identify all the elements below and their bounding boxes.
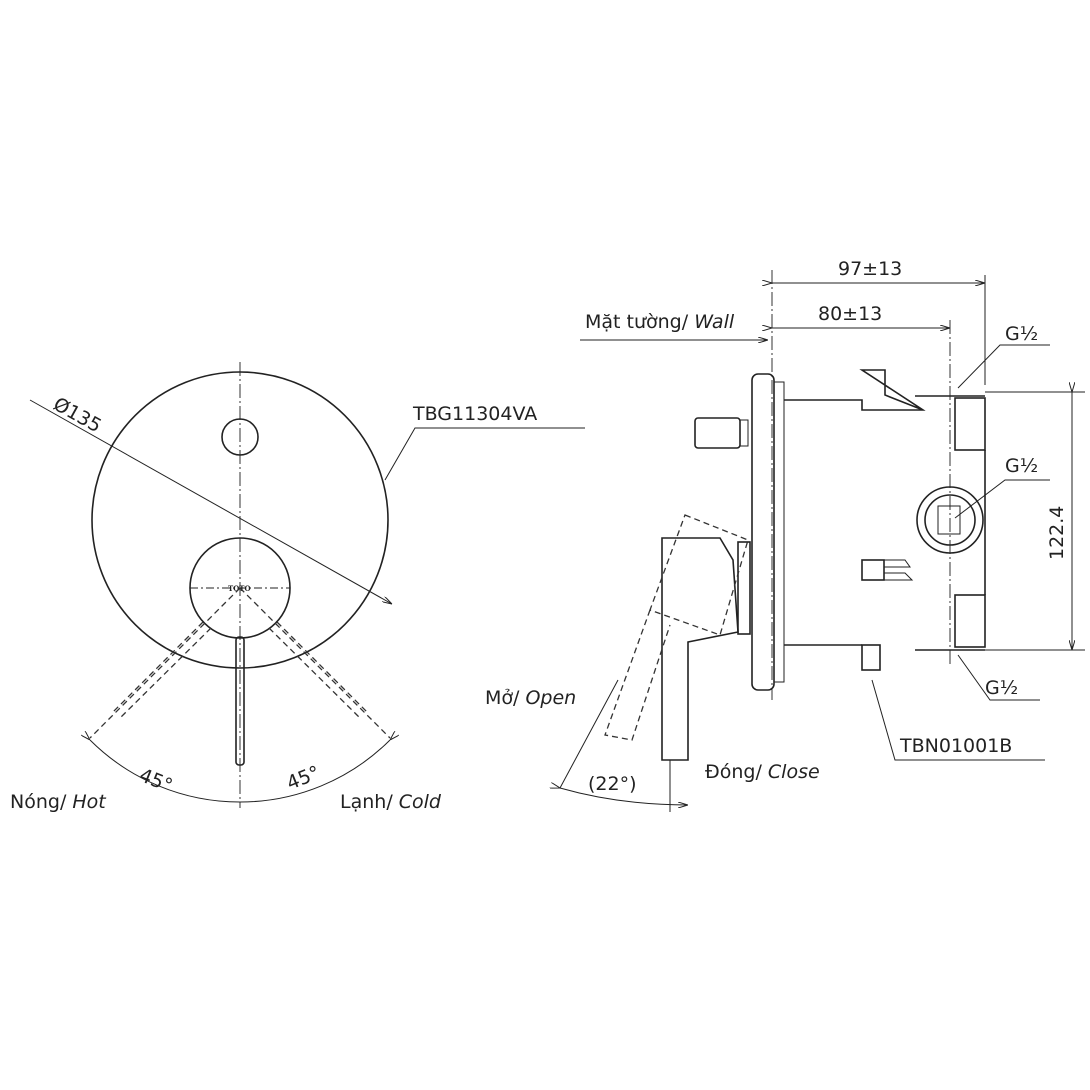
diameter-label: Ø135 [50, 393, 105, 437]
diverter-hole [221, 418, 259, 456]
plate-gasket [773, 381, 785, 683]
height-label: 122.4 [1046, 506, 1068, 560]
hot-label: Nóng/ Hot [10, 791, 107, 813]
handle-base [737, 541, 751, 635]
diameter-dimension-line [29, 399, 392, 604]
cover-plate-circle [91, 371, 389, 669]
open-label: Mở/ Open [485, 687, 576, 709]
angle-hot-label: 45° [136, 764, 175, 797]
body-model-label: TBN01001B [899, 735, 1012, 757]
front-view: TOTO Ø135 TBG11304VA 45° 45° Nóng/ Hot L… [10, 362, 585, 813]
handle-close [661, 537, 739, 761]
outlet-ring-inner [924, 494, 976, 546]
lever-hot-position [89, 587, 241, 739]
thread-bottom-label: G½ [985, 677, 1018, 699]
cover-plate-side [751, 373, 775, 691]
lower-bracket [861, 559, 885, 581]
thread-mid-label: G½ [1005, 455, 1038, 477]
top-port [954, 397, 986, 451]
lever-angle-arc [560, 788, 688, 805]
hot-angle-arc [90, 740, 241, 803]
body-model-leader [871, 679, 1045, 761]
lower-bracket-tab2 [884, 572, 914, 581]
angle-cold-label: 45° [284, 762, 323, 795]
side-view: 97±13 80±13 Mặt tường/ Wall 122.4 G½ G½ [485, 258, 1085, 812]
model-plate-label: TBG11304VA [412, 403, 537, 425]
lower-bracket-tab [884, 559, 911, 568]
bottom-port [954, 594, 986, 648]
thread-top-label: G½ [1005, 323, 1038, 345]
lever-center [235, 636, 245, 766]
bottom-foot [861, 644, 881, 671]
port-flanges [915, 395, 985, 651]
open-angle-ext [559, 679, 619, 789]
outlet-square [937, 505, 961, 535]
diverter-knob [694, 417, 741, 449]
thread-bottom-leader [957, 654, 1040, 701]
thread-top-leader [957, 344, 1050, 389]
top-bracket [784, 369, 926, 411]
depth-wall-label: 80±13 [818, 303, 882, 325]
handle-open-position [604, 514, 749, 741]
cold-label: Lạnh/ Cold [340, 791, 442, 813]
thread-mid-leader [954, 479, 1050, 519]
lever-cold-position [239, 587, 391, 739]
depth-total-label: 97±13 [838, 258, 902, 280]
lever-angle-label: (22°) [588, 773, 637, 795]
diverter-stem [739, 419, 749, 447]
wall-label: Mặt tường/ Wall [585, 311, 735, 333]
model-leader [384, 427, 585, 481]
outlet-ring-outer [916, 486, 984, 554]
cold-angle-arc [239, 740, 390, 803]
close-label: Đóng/ Close [705, 761, 820, 783]
